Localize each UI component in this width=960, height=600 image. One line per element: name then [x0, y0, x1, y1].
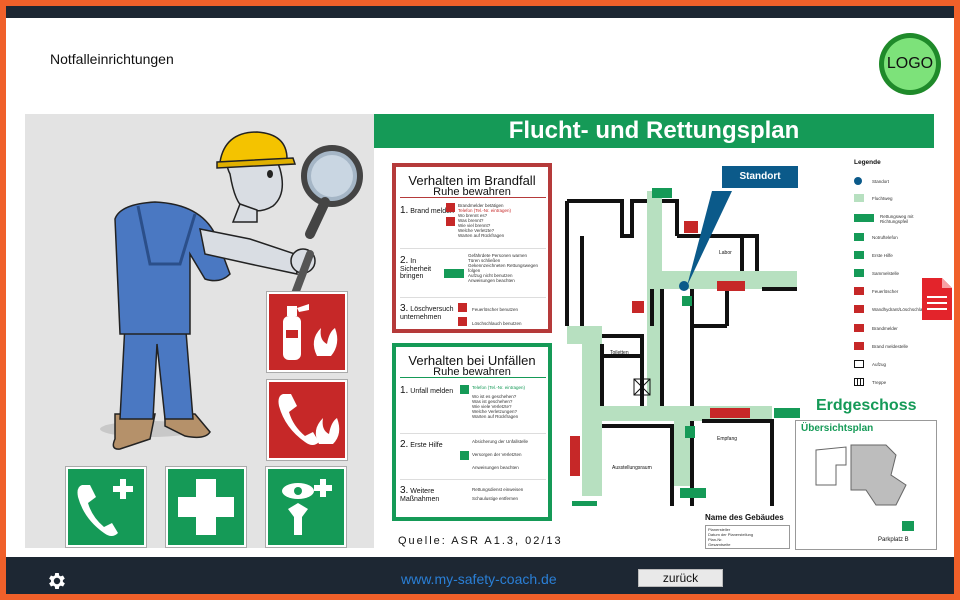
website-link[interactable]: www.my-safety-coach.de [401, 571, 557, 587]
standort-marker [679, 281, 689, 291]
gear-icon[interactable] [46, 570, 68, 592]
legend-title: Legende [854, 159, 881, 166]
phone-icon [854, 233, 864, 241]
alarm-point-icon [854, 342, 864, 350]
standort-callout: Standort [722, 166, 798, 188]
fluchtweg-icon [854, 194, 864, 202]
fire-extinguisher-icon [854, 287, 864, 295]
hose-icon [854, 305, 864, 313]
accident-step-2: 2. Erste Hilfe [400, 439, 443, 450]
exit-sign-icon [854, 214, 874, 222]
emergency-phone-sign [66, 467, 146, 547]
first-aid-sign [166, 467, 246, 547]
fire-box-title: Verhalten im Brandfall [408, 173, 536, 188]
overview-title: Übersichtsplan [801, 423, 874, 434]
fire-alarm-icon [446, 203, 455, 212]
elevator-icon [854, 360, 864, 368]
page-title: Notfalleinrichtungen [50, 51, 174, 67]
room-empfang: Empfang [717, 436, 738, 442]
floor-label: Erdgeschoss [816, 397, 917, 414]
fire-extinguisher-sign [267, 292, 347, 372]
eye-wash-sign [266, 467, 346, 547]
bottom-bar [6, 557, 954, 594]
fire-step-1: 1. Brand melden [400, 205, 454, 216]
floor-plan [565, 188, 800, 506]
logo-text: LOGO [884, 38, 936, 90]
fire-phone-icon [446, 217, 455, 226]
overview-map [815, 444, 914, 531]
building-name: Name des Gebäudes [705, 513, 784, 522]
fire-box-subtitle: Ruhe bewahren [433, 186, 511, 198]
hose-icon [458, 317, 467, 326]
standort-icon [854, 177, 862, 185]
eye-wash-icon [282, 479, 332, 535]
fire-step-2: 2. In Sicherheit bringen [400, 255, 432, 280]
first-aid-icon [460, 451, 469, 460]
first-aid-cross-icon [178, 479, 234, 535]
accident-step-3: 3. Weitere Maßnahmen [400, 485, 440, 503]
app-window: Notfalleinrichtungen LOGO [6, 6, 954, 594]
fire-phone-sign [267, 380, 347, 460]
first-aid-icon [854, 251, 864, 259]
source-note: Quelle: ASR A1.3, 02/13 [398, 535, 563, 547]
assembly-point-icon [854, 269, 864, 277]
accident-box-subtitle: Ruhe bewahren [433, 366, 511, 378]
standort-callout-pointer [687, 191, 732, 286]
fire-step-3: 3. Löschversuch unternehmen [400, 303, 454, 321]
accident-step-1: 1. Unfall melden [400, 385, 454, 396]
top-bar [6, 6, 954, 18]
phone-icon [460, 385, 469, 394]
fire-extinguisher-icon [283, 304, 338, 360]
plan-title: Flucht- und Rettungsplan [374, 114, 934, 148]
fire-phone-icon [278, 394, 340, 445]
pdf-icon[interactable] [922, 278, 952, 320]
back-button[interactable]: zurück [638, 569, 723, 587]
room-toiletten: Toiletten [610, 350, 629, 356]
worker-illustration [100, 131, 363, 450]
fire-alarm-icon [854, 324, 864, 332]
accident-behaviour-box: Verhalten bei Unfällen Ruhe bewahren 1. … [392, 343, 552, 521]
room-ausstellungsraum: Ausstellungsraum [612, 465, 652, 471]
accident-box-title: Verhalten bei Unfällen [408, 353, 536, 368]
illustration-panel [25, 114, 374, 548]
extinguisher-icon [458, 303, 467, 312]
emergency-phone-icon [77, 479, 133, 536]
stairs-icon [854, 378, 864, 386]
parking-label: Parkplatz B [878, 537, 909, 543]
exit-arrow-icon [444, 269, 464, 278]
fire-behaviour-box: Verhalten im Brandfall Ruhe bewahren 1. … [392, 163, 552, 333]
room-labor: Labor [719, 250, 732, 256]
logo: LOGO [879, 33, 941, 95]
overview-plan: Übersichtsplan Parkplatz B [795, 420, 937, 550]
